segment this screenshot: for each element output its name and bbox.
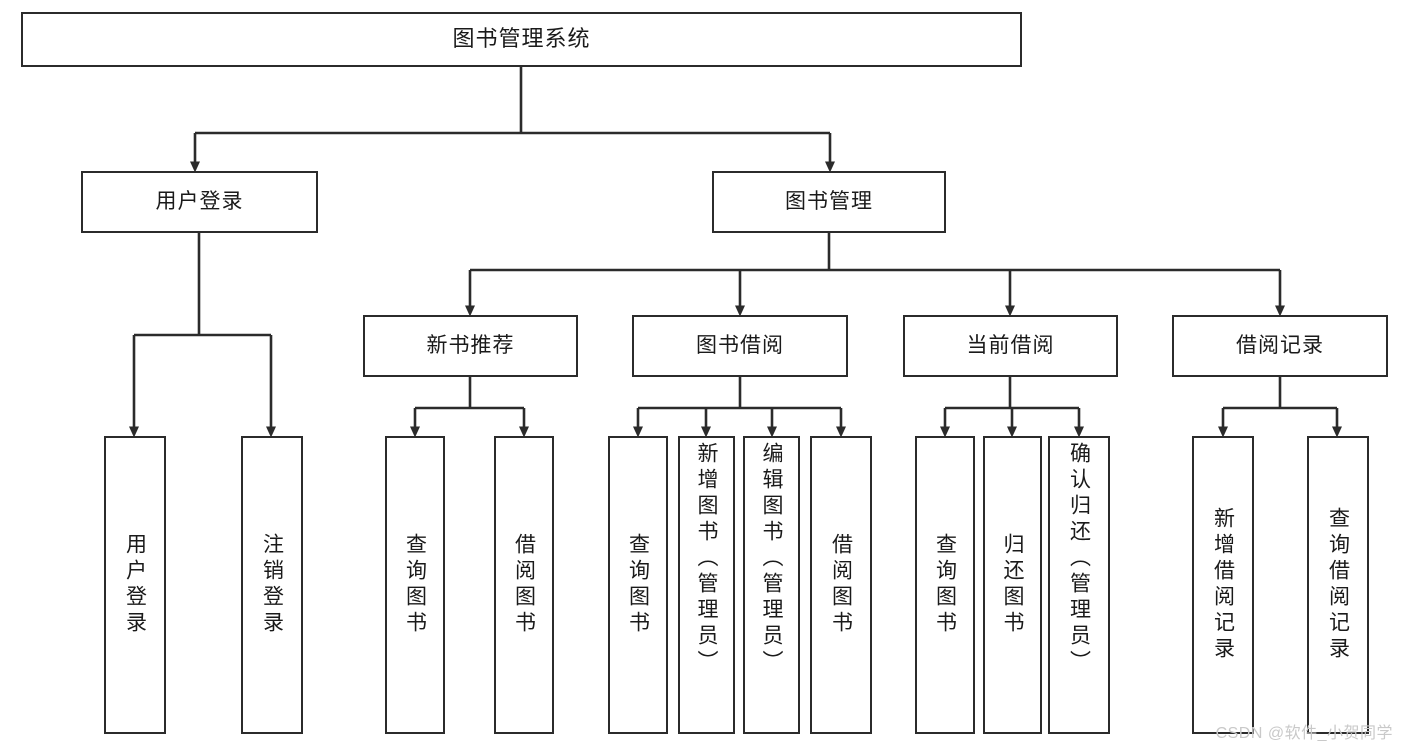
node-label: 图书管理系统 (452, 26, 591, 52)
leaf-label: 编辑图书（管理员） (760, 442, 783, 676)
leaf-label: 查询图书 (933, 533, 957, 637)
node-current-borrow[interactable]: 当前借阅 (903, 315, 1118, 377)
leaf-book-borrow-add[interactable]: 新增图书（管理员） (678, 436, 735, 734)
leaf-label: 用户登录 (123, 533, 147, 637)
leaf-label: 查询图书 (403, 533, 427, 637)
node-book-management-system[interactable]: 图书管理系统 (21, 12, 1022, 67)
leaf-borrow-record-add[interactable]: 新增借阅记录 (1192, 436, 1254, 734)
leaf-book-borrow-query[interactable]: 查询图书 (608, 436, 668, 734)
node-label: 图书借阅 (696, 334, 784, 358)
leaf-current-borrow-confirm-return[interactable]: 确认归还（管理员） (1048, 436, 1110, 734)
node-new-book-recommend[interactable]: 新书推荐 (363, 315, 578, 377)
leaf-current-borrow-query[interactable]: 查询图书 (915, 436, 975, 734)
leaf-book-borrow-lend[interactable]: 借阅图书 (810, 436, 872, 734)
node-borrow-record[interactable]: 借阅记录 (1172, 315, 1388, 377)
node-book-management[interactable]: 图书管理 (712, 171, 946, 233)
node-label: 用户登录 (155, 190, 244, 214)
leaf-label: 查询借阅记录 (1326, 507, 1350, 663)
node-label: 图书管理 (785, 190, 873, 214)
leaf-label: 借阅图书 (512, 533, 536, 637)
leaf-user-login-signin[interactable]: 用户登录 (104, 436, 166, 734)
node-label: 借阅记录 (1236, 334, 1324, 358)
leaf-new-book-query[interactable]: 查询图书 (385, 436, 445, 734)
node-user-login[interactable]: 用户登录 (81, 171, 318, 233)
csdn-watermark: CSDN @软件_小贺同学 (1215, 725, 1393, 742)
leaf-borrow-record-query[interactable]: 查询借阅记录 (1307, 436, 1369, 734)
leaf-label: 确认归还（管理员） (1067, 442, 1091, 676)
node-book-borrow[interactable]: 图书借阅 (632, 315, 848, 377)
leaf-user-login-signout[interactable]: 注销登录 (241, 436, 303, 734)
leaf-label: 新增借阅记录 (1211, 507, 1235, 663)
leaf-current-borrow-return[interactable]: 归还图书 (983, 436, 1042, 734)
node-label: 当前借阅 (966, 334, 1055, 358)
leaf-label: 注销登录 (260, 533, 284, 637)
leaf-label: 查询图书 (626, 533, 650, 637)
leaf-book-borrow-edit[interactable]: 编辑图书（管理员） (743, 436, 800, 734)
leaf-new-book-borrow[interactable]: 借阅图书 (494, 436, 554, 734)
node-label: 新书推荐 (426, 334, 515, 358)
leaf-label: 新增图书（管理员） (695, 442, 718, 676)
leaf-label: 借阅图书 (829, 533, 853, 637)
leaf-label: 归还图书 (1001, 533, 1024, 637)
